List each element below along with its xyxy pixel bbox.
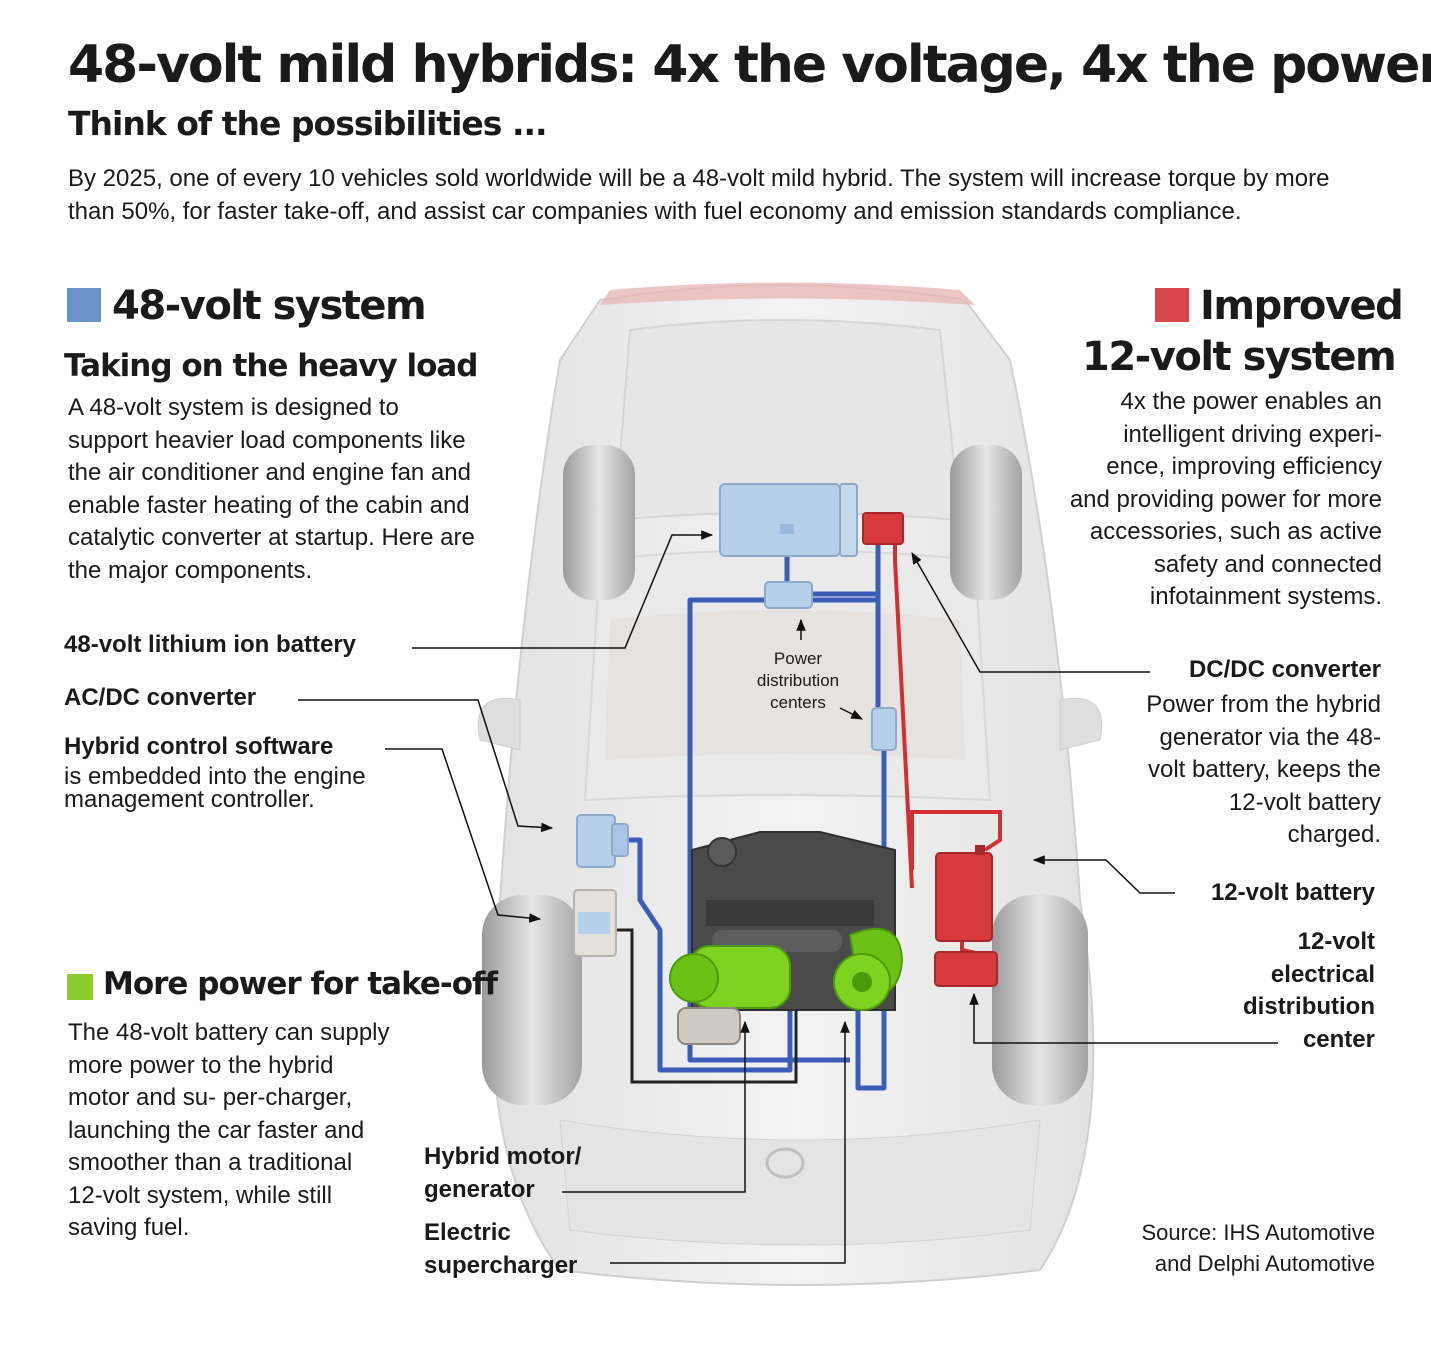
- leader-lines: [298, 530, 1278, 1264]
- leader-supercharger: [610, 1020, 850, 1264]
- leader-hybrid-software: [385, 748, 542, 923]
- acdc-converter: [576, 814, 629, 868]
- label-power-distribution-centers: Power distribution centers: [756, 649, 840, 712]
- leader-battery48: [412, 530, 714, 649]
- page-subtitle: Think of the possibilities ...: [68, 104, 548, 143]
- car-logo: [765, 1147, 805, 1179]
- battery-48v: [719, 483, 858, 557]
- hybrid-motor-generator: [669, 945, 791, 1045]
- page-title: 48-volt mild hybrids: 4x the voltage, 4x…: [68, 35, 1431, 95]
- legend-swatch-12v: [1155, 288, 1189, 322]
- label-electric-supercharger: Electric supercharger: [424, 1219, 578, 1279]
- leader-power-dist-lower: [839, 707, 864, 720]
- label-hybrid-control-software: Hybrid control software: [64, 733, 334, 760]
- label-dcdc-converter: DC/DC converter: [1188, 656, 1381, 683]
- desc-hybrid-control-software: is embedded into the engine management c…: [64, 763, 366, 813]
- electric-supercharger: [833, 927, 904, 1011]
- wiring-control: [615, 928, 798, 1084]
- body-12v-system: 4x the power enables an intelligent driv…: [1069, 388, 1382, 610]
- leader-distribution12: [969, 992, 1278, 1044]
- label-battery-48v: 48-volt lithium ion battery: [64, 631, 357, 658]
- heading-12v-line2: 12-volt system: [1082, 334, 1397, 380]
- tires: [482, 445, 1088, 1105]
- leader-acdc: [298, 699, 554, 833]
- power-distribution-center-upper: [764, 581, 813, 609]
- heading-48v-system: 48-volt system: [112, 283, 427, 329]
- heading-12v-line1: Improved: [1200, 283, 1404, 329]
- leader-hybrid-motor: [562, 1020, 750, 1193]
- label-distribution-center-12v: 12-volt electrical distribution center: [1243, 928, 1375, 1053]
- label-battery-12v: 12-volt battery: [1210, 879, 1375, 906]
- intro-text: By 2025, one of every 10 vehicles sold w…: [68, 165, 1330, 225]
- source-credit: Source: IHS Automotive and Delphi Automo…: [1141, 1220, 1375, 1276]
- distribution-center-12v: [934, 951, 998, 987]
- wiring-48v: [625, 530, 887, 1091]
- legend-swatch-48v: [67, 288, 101, 322]
- label-acdc-converter: AC/DC converter: [64, 684, 257, 711]
- leader-dcdc: [911, 551, 1150, 673]
- dcdc-converter: [862, 512, 904, 545]
- heading-takeoff: More power for take-off: [103, 966, 498, 1002]
- power-distribution-center-lower: [871, 707, 897, 751]
- legend-swatch-takeoff: [67, 974, 93, 1000]
- car-body: [477, 282, 1103, 1286]
- leader-battery12: [1032, 855, 1175, 894]
- subheading-48v-system: Taking on the heavy load: [64, 348, 478, 384]
- body-takeoff: The 48-volt battery can supply more powe…: [68, 1019, 390, 1241]
- engine-controller: [573, 889, 617, 957]
- desc-dcdc-converter: Power from the hybrid generator via the …: [1146, 691, 1381, 848]
- body-48v-system: A 48-volt system is designed to support …: [68, 394, 475, 584]
- label-hybrid-motor-generator: Hybrid motor/ generator: [424, 1143, 582, 1203]
- battery-12v: [935, 845, 993, 942]
